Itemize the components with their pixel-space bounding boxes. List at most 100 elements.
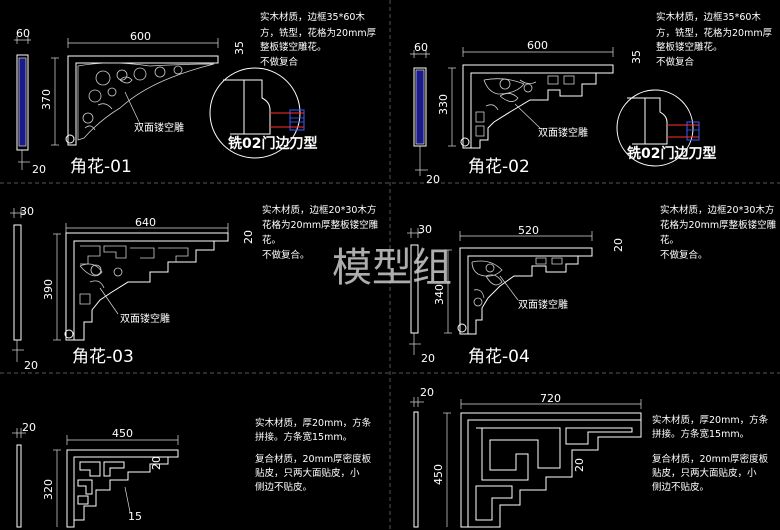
detail-03-note-line: 花格为20mm厚整板镂空雕 [262,219,379,231]
detail-06-inner-label: 20 [573,458,586,472]
detail-06-side-section [410,397,424,528]
detail-06-height-label: 450 [432,464,445,485]
detail-04-frame-width: 30 [418,223,432,236]
detail-05-width-dim [66,435,179,445]
detail-01-callout: 双面镂空雕 [134,121,184,134]
detail-02-width-dim [462,47,614,57]
detail-05-note-line: 侧边不贴皮。 [255,481,312,493]
detail-01-height-label: 370 [40,89,53,110]
detail-05-note-line: 拼接。方条宽15mm。 [255,431,352,443]
detail-02-width-label: 600 [527,39,548,52]
detail-02-base-width: 20 [426,173,440,186]
detail-06-width-label: 720 [540,392,561,405]
detail-05-note-line: 复合材质，20mm厚密度板 [255,453,372,465]
detail-01-leg-label: 35 [233,41,246,55]
detail-04-leg-label: 20 [612,238,625,252]
detail-06-note-line: 拼接。方条宽15mm。 [652,428,749,440]
detail-06-bracket [460,412,642,528]
detail-02-side-section [410,50,430,176]
detail-05-strip-leader [124,486,131,513]
detail-05-frame-width: 20 [22,421,36,434]
detail-05-note-line: 贴皮，只两大面贴皮，小 [255,467,360,479]
detail-06-note-line: 复合材质，20mm厚密度板 [652,453,769,465]
detail-02-note-line: 实木材质，边框35*60木 [656,11,761,23]
detail-03-width-label: 640 [135,216,156,229]
detail-01-height-dim [51,57,59,146]
detail-06-width-dim [460,399,642,409]
detail-03-width-dim [65,223,229,233]
detail-04-height-dim [444,249,452,334]
detail-02-height-dim [448,67,456,147]
detail-03-note-line: 不做复合。 [262,249,310,261]
detail-03-leg-label: 20 [242,230,255,244]
detail-02-note-line: 整板镂空雕花。 [656,41,723,53]
detail-02-frame-width: 60 [414,41,428,54]
detail-04: 30 20 340 520 20 双面镂空雕 角花-04 实木材质，边框20*3… [407,204,777,367]
detail-02-note-line: 不做复合 [656,56,695,68]
detail-01-base-width: 20 [32,163,46,176]
detail-03-bracket [64,232,229,341]
detail-02-note-line: 方，铣型，花格为20mm厚 [656,27,773,39]
detail-02-leg-label: 35 [630,50,643,64]
detail-01-note-line: 实木材质，边框35*60木 [260,11,365,23]
detail-01-note-line: 方，铣型，花格为20mm厚 [260,27,377,39]
detail-04-base-width: 20 [421,352,435,365]
detail-04-note-line: 花。 [660,234,679,246]
detail-06-height-dim [443,412,451,527]
detail-05-strip-label: 15 [128,510,142,523]
detail-03-note: 实木材质，边框20*30木方 花格为20mm厚整板镂空雕 花。 不做复合。 [262,204,379,261]
detail-02-mill-profile [616,89,700,167]
detail-03-note-line: 实木材质，边框20*30木方 [262,204,376,216]
detail-04-height-label: 340 [433,284,446,305]
detail-05-side-section [12,428,26,528]
detail-01-bracket [65,55,219,146]
detail-03-title: 角花-03 [72,347,134,367]
detail-03: 30 20 390 640 20 双面镂空雕 角花-03 实木材质，边框20*3… [10,204,379,372]
detail-06-note-line: 侧边不贴皮。 [652,481,709,493]
detail-01-frame-width: 60 [16,27,30,40]
detail-03-callout: 双面镂空雕 [120,312,170,325]
detail-03-callout-leader [99,287,119,315]
detail-01-mill-label: 铣02门边刀型 [228,135,317,152]
detail-05-note-line: 实木材质，厚20mm，方条 [255,417,372,429]
detail-03-height-dim [53,233,61,341]
detail-04-callout-leader [499,275,519,301]
detail-01-width-label: 600 [130,30,151,43]
detail-03-note-line: 花。 [262,234,281,246]
detail-02: 60 20 330 600 35 双面镂空雕 角花-02 [410,11,773,186]
detail-05-inner-label: 20 [150,456,163,470]
detail-05-height-dim [53,449,61,527]
detail-03-base-width: 20 [24,359,38,372]
detail-01-side-section [14,36,31,170]
detail-01-width-dim [67,38,219,48]
detail-06: 20 450 720 20 实木材质，厚20mm，方条 拼接。方条宽15mm。 … [410,386,769,528]
detail-05: 20 320 450 15 20 实木材质，厚20mm，方条 拼接。方条宽15m… [12,417,372,528]
detail-04-note-line: 花格为20mm厚整板镂空雕 [660,219,777,231]
detail-02-height-label: 330 [437,94,450,115]
detail-01-title: 角花-01 [70,157,132,177]
detail-04-note-line: 实木材质，边框20*30木方 [660,204,774,216]
detail-02-callout-leader [514,103,541,129]
detail-04-note: 实木材质，边框20*30木方 花格为20mm厚整板镂空雕 花。 不做复合。 [660,204,777,261]
detail-03-frame-width: 30 [20,205,34,218]
detail-06-note-line: 实木材质，厚20mm，方条 [652,414,769,426]
detail-01-mill-profile [209,67,305,159]
detail-03-height-label: 390 [42,279,55,300]
detail-01-note-line: 整板镂空雕花。 [260,41,327,53]
detail-02-mill-label: 铣02门边刀型 [627,145,716,162]
detail-06-note: 实木材质，厚20mm，方条 拼接。方条宽15mm。 复合材质，20mm厚密度板 … [652,414,769,493]
detail-01-callout-leader [124,91,141,125]
detail-02-callout: 双面镂空雕 [538,126,588,139]
detail-05-note: 实木材质，厚20mm，方条 拼接。方条宽15mm。 复合材质，20mm厚密度板 … [255,417,372,493]
detail-02-title: 角花-02 [468,157,530,177]
detail-04-width-label: 520 [518,224,539,237]
detail-04-title: 角花-04 [468,347,530,367]
detail-04-note-line: 不做复合。 [660,249,708,261]
detail-02-bracket [460,64,614,149]
detail-06-note-line: 贴皮，只两大面贴皮，小 [652,467,757,479]
detail-01: 60 20 370 600 35 双面镂空雕 角花-01 [14,11,377,177]
detail-05-bracket [66,449,179,528]
watermark: 模型组 [332,245,452,291]
